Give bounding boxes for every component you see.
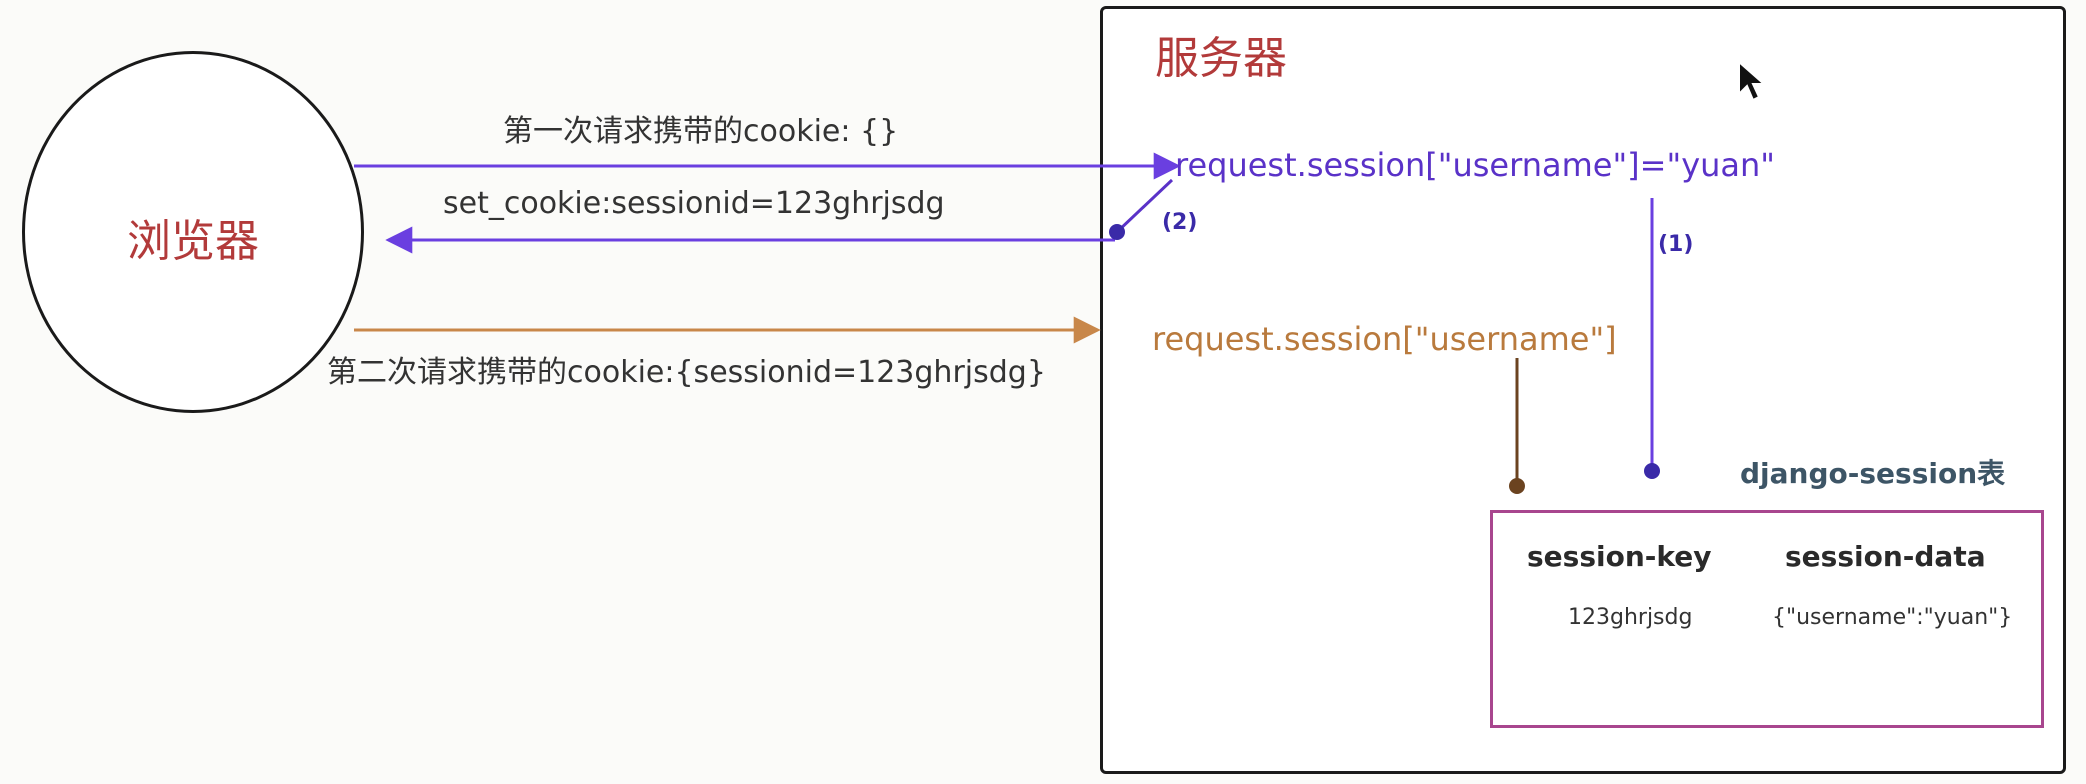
session-table-title: django-session表 xyxy=(1740,457,2006,490)
step-one-marker: (1) xyxy=(1658,232,1694,257)
read-dot xyxy=(1509,478,1525,494)
session-table xyxy=(1490,510,2044,728)
session-data-header: session-data xyxy=(1785,540,1986,573)
mouse-pointer-icon xyxy=(1737,59,1767,108)
server-title: 服务器 xyxy=(1155,33,1287,84)
browser-label: 浏览器 xyxy=(127,216,259,267)
session-assign-code: request.session["username"]="yuan" xyxy=(1175,146,1776,184)
session-key-cell: 123ghrjsdg xyxy=(1568,605,1693,630)
session-data-cell: {"username":"yuan"} xyxy=(1772,605,2013,630)
session-key-header: session-key xyxy=(1527,540,1712,573)
browser-node xyxy=(22,51,364,413)
step-two-marker: (2) xyxy=(1162,210,1198,235)
step-one-dot xyxy=(1644,463,1660,479)
step-two-connector xyxy=(1115,178,1174,234)
session-read-code: request.session["username"] xyxy=(1152,320,1617,358)
set-cookie-label: set_cookie:sessionid=123ghrjsdg xyxy=(443,186,945,221)
step-two-dot xyxy=(1109,224,1125,240)
second-request-label: 第二次请求携带的cookie:{sessionid=123ghrjsdg} xyxy=(327,355,1046,390)
first-request-label: 第一次请求携带的cookie: {} xyxy=(503,114,899,149)
